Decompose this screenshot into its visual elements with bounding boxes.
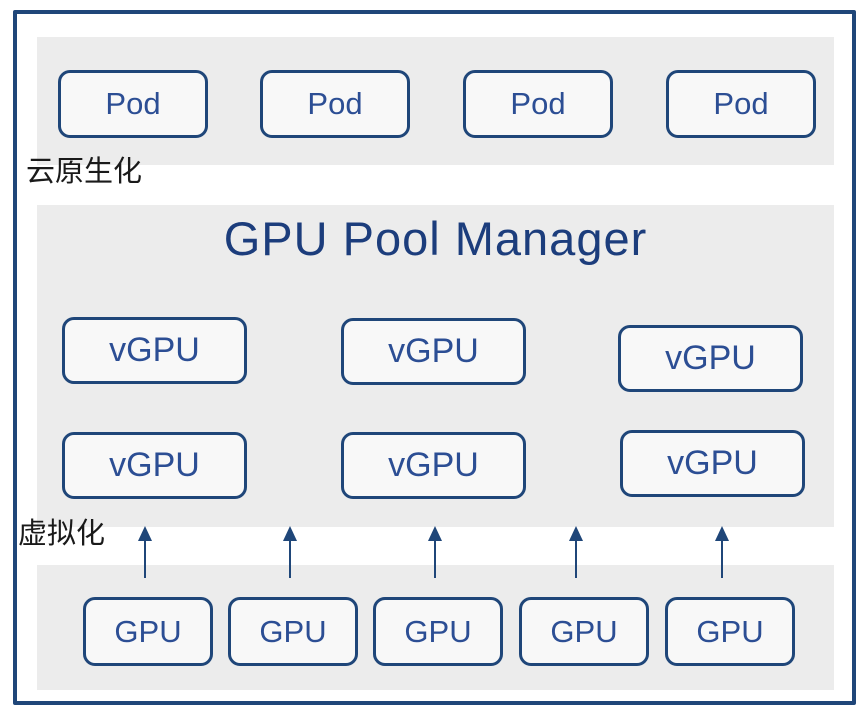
arrowhead (715, 526, 729, 541)
vgpu-box: vGPU (62, 317, 247, 384)
arrowhead (283, 526, 297, 541)
gpu-label: GPU (550, 613, 618, 649)
vgpu-label: vGPU (667, 444, 758, 482)
pod-box: Pod (463, 70, 613, 138)
up-arrow-icon (137, 526, 153, 578)
arrow-shaft (434, 539, 436, 578)
arrow-shaft (144, 539, 146, 578)
gpu-box: GPU (519, 597, 649, 666)
diagram-outer-frame (13, 10, 856, 705)
vgpu-label: vGPU (665, 339, 756, 377)
gpu-label: GPU (259, 613, 327, 649)
gpu-box: GPU (83, 597, 213, 666)
pod-label: Pod (307, 86, 363, 121)
up-arrow-icon (714, 526, 730, 578)
pod-box: Pod (666, 70, 816, 138)
pod-box: Pod (58, 70, 208, 138)
gpu-box: GPU (373, 597, 503, 666)
pod-label: Pod (713, 86, 769, 121)
gpu-box: GPU (228, 597, 358, 666)
gpu-box: GPU (665, 597, 795, 666)
gpu-label: GPU (696, 613, 764, 649)
vgpu-box: vGPU (341, 318, 526, 385)
arrow-shaft (575, 539, 577, 578)
vgpu-label: vGPU (109, 331, 200, 369)
arrowhead (428, 526, 442, 541)
pod-box: Pod (260, 70, 410, 138)
pod-label: Pod (105, 86, 161, 121)
vgpu-label: vGPU (109, 446, 200, 484)
vgpu-box: vGPU (618, 325, 803, 392)
arrowhead (138, 526, 152, 541)
vgpu-box: vGPU (62, 432, 247, 499)
cloud-native-label: 云原生化 (26, 156, 143, 188)
gpu-label: GPU (404, 613, 472, 649)
pod-label: Pod (510, 86, 566, 121)
vgpu-box: vGPU (620, 430, 805, 497)
arrow-shaft (289, 539, 291, 578)
vgpu-box: vGPU (341, 432, 526, 499)
arrowhead (569, 526, 583, 541)
virtualization-label: 虚拟化 (18, 518, 106, 550)
pool-manager-title: GPU Pool Manager (223, 212, 648, 265)
arrow-shaft (721, 539, 723, 578)
gpu-label: GPU (114, 613, 182, 649)
up-arrow-icon (568, 526, 584, 578)
up-arrow-icon (427, 526, 443, 578)
vgpu-label: vGPU (388, 446, 479, 484)
vgpu-label: vGPU (388, 332, 479, 370)
up-arrow-icon (282, 526, 298, 578)
